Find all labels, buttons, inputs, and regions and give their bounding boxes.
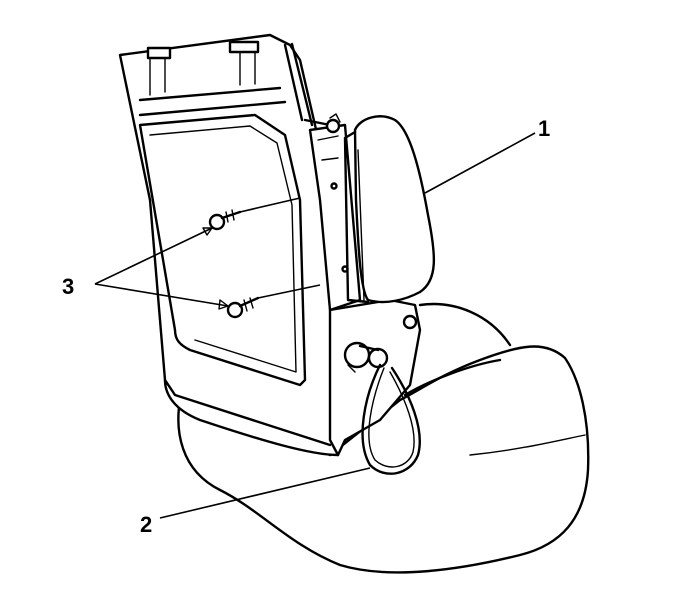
screw-upper — [208, 209, 242, 231]
screw-lower — [226, 296, 260, 319]
seat-cushion — [177, 302, 590, 574]
recliner-release-knob — [343, 341, 389, 373]
callout-2-label: 2 — [140, 512, 153, 537]
leader-lines — [94, 132, 536, 519]
armrest — [325, 113, 436, 304]
recliner-cable-loop — [361, 363, 421, 475]
callout-1-label: 1 — [538, 116, 551, 141]
seat-back-frame — [118, 33, 340, 457]
callout-3-label: 3 — [62, 274, 75, 299]
